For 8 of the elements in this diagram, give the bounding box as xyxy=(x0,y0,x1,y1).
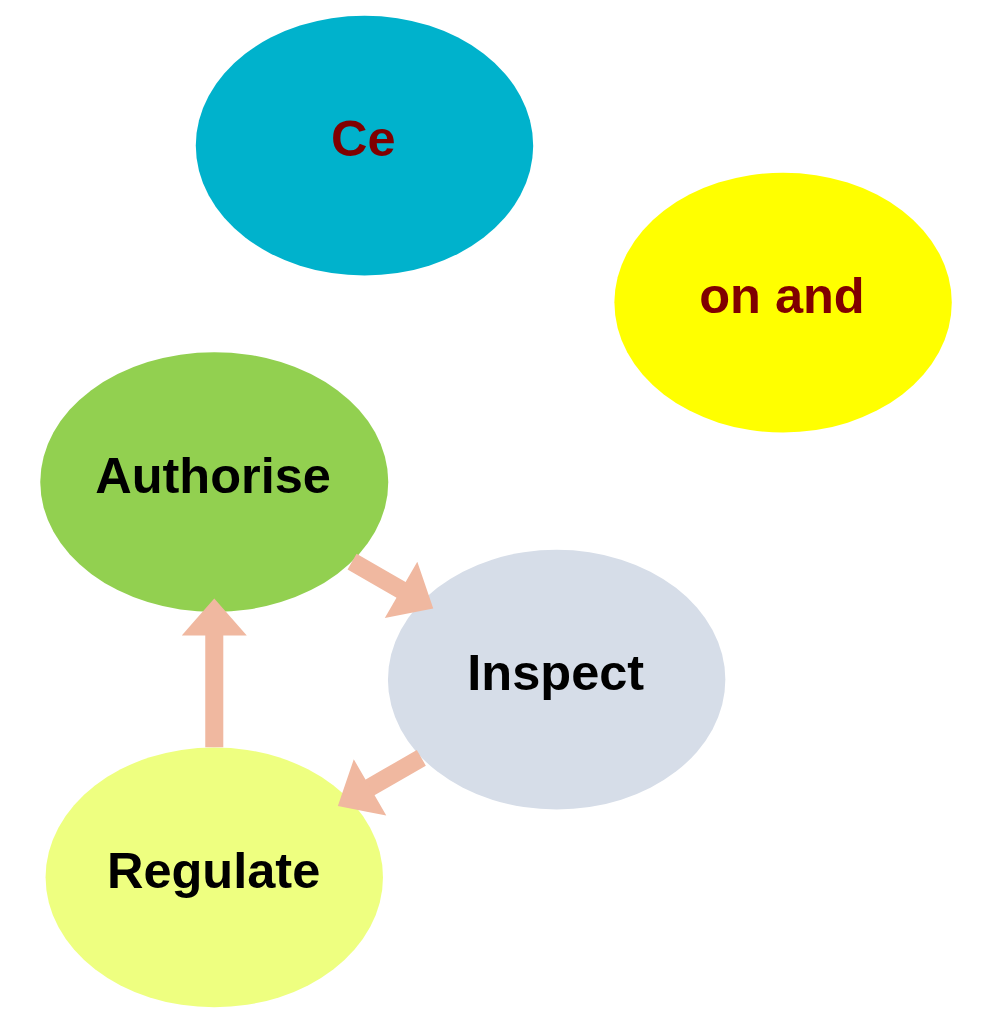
arrow xyxy=(347,553,434,619)
node-ellipse: Regulate xyxy=(45,747,383,1008)
node-ellipse: Ce xyxy=(195,15,534,276)
arrow xyxy=(337,750,426,816)
node-ellipse: Inspect xyxy=(387,549,726,810)
arrow xyxy=(181,598,247,748)
node-ellipse: Authorise xyxy=(40,352,389,612)
node-ellipse: on and xyxy=(614,172,952,433)
